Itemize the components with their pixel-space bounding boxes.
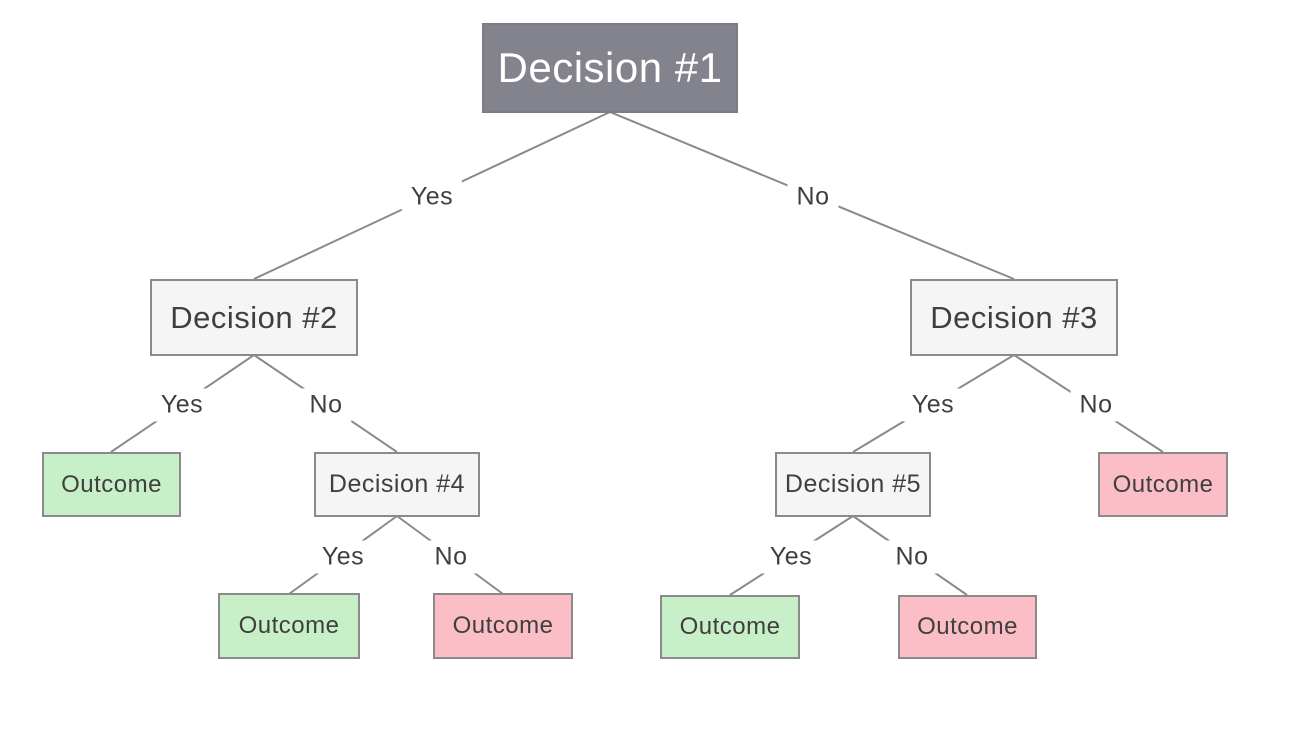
edge-label-yes: Yes — [902, 388, 964, 422]
node-decision-2: Decision #2 — [150, 279, 358, 356]
node-outcome-negative: Outcome — [898, 595, 1037, 659]
node-label: Decision #3 — [930, 299, 1098, 335]
edge-label-yes: Yes — [760, 540, 822, 574]
node-label: Decision #1 — [497, 44, 723, 91]
edge-label-no: No — [425, 540, 477, 574]
node-outcome-positive: Outcome — [660, 595, 800, 659]
edge-label-no: No — [886, 540, 938, 574]
node-decision-5: Decision #5 — [775, 452, 931, 517]
node-label: Decision #4 — [328, 470, 466, 498]
edge-label-no: No — [1070, 388, 1122, 422]
node-label: Outcome — [1112, 470, 1214, 498]
node-label: Outcome — [679, 613, 781, 640]
node-decision-3: Decision #3 — [910, 279, 1118, 356]
node-label: Outcome — [452, 612, 554, 639]
node-outcome-negative: Outcome — [1098, 452, 1228, 517]
node-decision-4: Decision #4 — [314, 452, 480, 517]
node-label: Decision #5 — [784, 470, 922, 498]
node-label: Decision #2 — [170, 299, 338, 335]
edge-label-yes: Yes — [401, 180, 463, 214]
edge-label-no: No — [300, 388, 352, 422]
node-outcome-negative: Outcome — [433, 593, 573, 659]
node-decision-1: Decision #1 — [482, 23, 738, 113]
node-label: Outcome — [238, 612, 340, 639]
node-label: Outcome — [61, 470, 162, 498]
edge-label-yes: Yes — [312, 540, 374, 574]
edge-label-yes: Yes — [151, 388, 213, 422]
node-outcome-positive: Outcome — [218, 593, 360, 659]
node-label: Outcome — [917, 613, 1018, 640]
node-outcome-positive: Outcome — [42, 452, 181, 517]
edge-label-no: No — [787, 180, 839, 214]
